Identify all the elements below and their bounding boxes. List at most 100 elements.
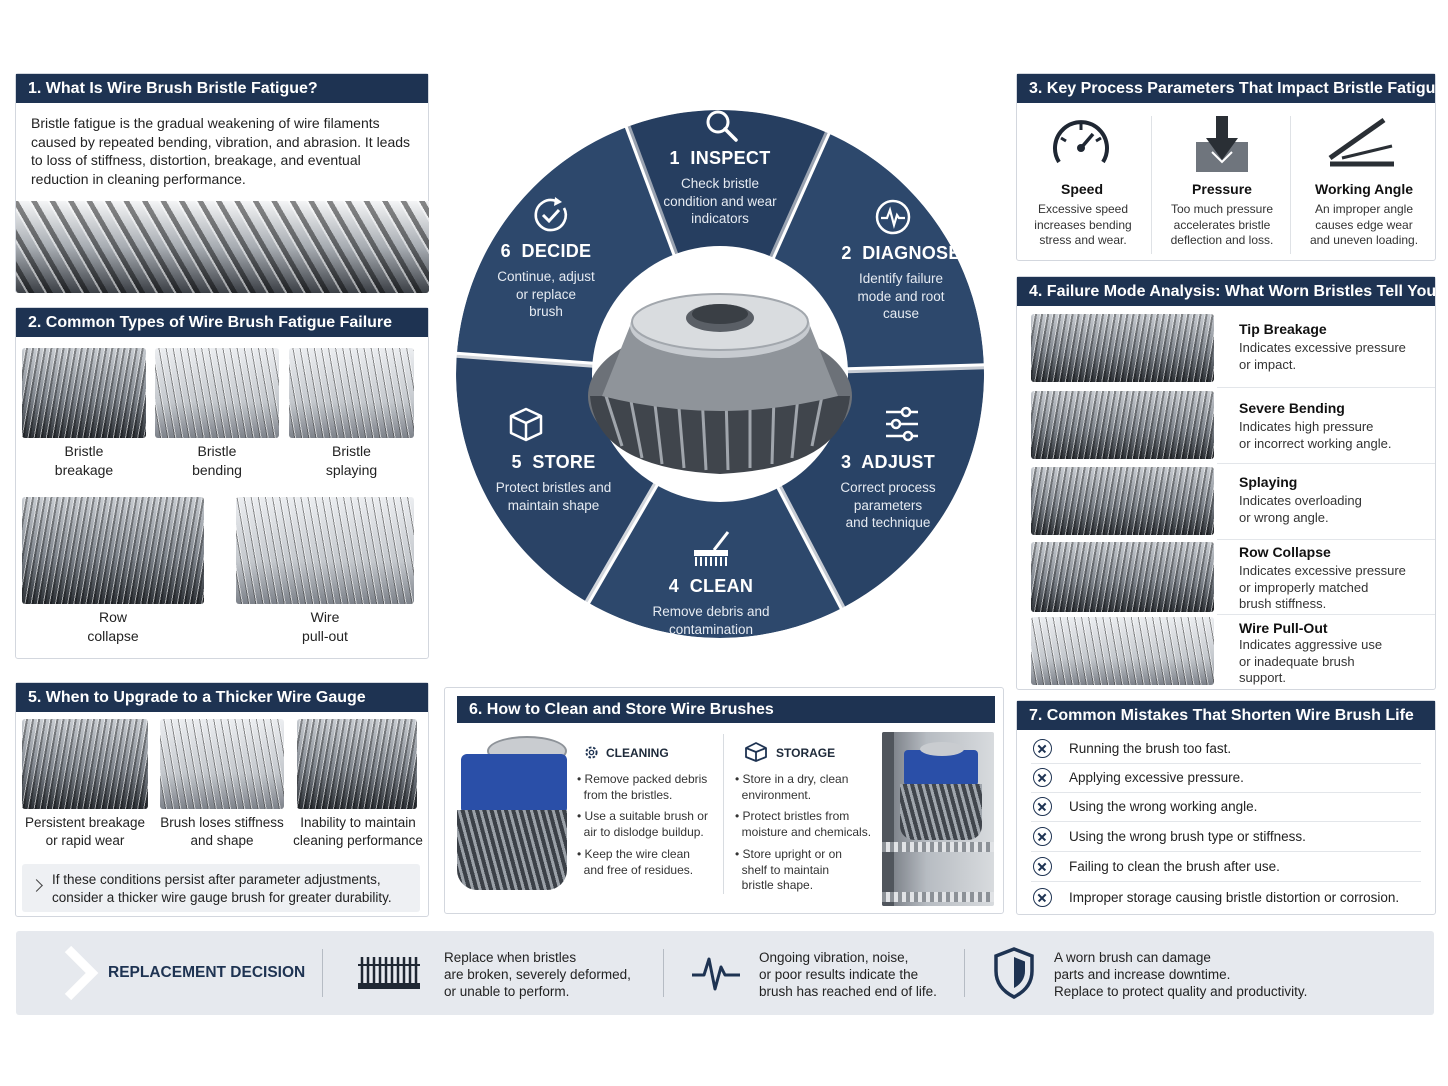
x-circle-icon — [1033, 888, 1052, 907]
cleaning-heading: CLEANING — [606, 746, 669, 760]
wire-pullout-photo — [236, 497, 414, 604]
upgrade-note-text: If these conditions persist after parame… — [52, 872, 392, 905]
pulse-icon — [692, 957, 740, 991]
upgrade-note-box: If these conditions persist after parame… — [22, 864, 420, 912]
row-divider — [1217, 539, 1435, 540]
severe-bending-photo — [1031, 391, 1214, 459]
footer-divider — [663, 949, 664, 997]
tip-breakage-photo — [1031, 314, 1214, 382]
mistake-item: Improper storage causing bristle distort… — [1031, 883, 1421, 913]
panel-title: 6. How to Clean and Store Wire Brushes — [457, 696, 995, 723]
panel-title: 7. Common Mistakes That Shorten Wire Bru… — [1017, 701, 1435, 730]
speedometer-icon — [1053, 120, 1109, 164]
bristle-breakage-photo — [22, 348, 146, 438]
mistake-item: Failing to clean the brush after use. — [1031, 852, 1421, 882]
panel-title: 3. Key Process Parameters That Impact Br… — [1017, 74, 1435, 103]
x-circle-icon — [1033, 739, 1052, 758]
brush-icon — [694, 531, 730, 566]
panel-common-mistakes: 7. Common Mistakes That Shorten Wire Bru… — [1016, 700, 1436, 915]
cleaning-bullet: • Use a suitable brush or air to dislodg… — [577, 809, 708, 839]
x-circle-icon — [1033, 857, 1052, 876]
box-icon — [745, 742, 767, 762]
panel-title: 4. Failure Mode Analysis: What Worn Bris… — [1017, 277, 1435, 306]
replacement-decision-bar: REPLACEMENT DECISION Replace when bristl… — [16, 931, 1434, 1015]
chevron-right-icon — [30, 879, 43, 892]
sliders-icon — [886, 406, 918, 442]
panel-failure-modes: 4. Failure Mode Analysis: What Worn Bris… — [1016, 276, 1436, 690]
storage-bullet: • Store upright or on shelf to maintain … — [735, 847, 842, 892]
mistake-item: Applying excessive pressure. — [1031, 763, 1421, 793]
x-circle-icon — [1033, 768, 1052, 787]
chevron-right-icon — [64, 945, 99, 1001]
cup-brush-image — [588, 293, 852, 474]
wire-pullout-photo — [1031, 617, 1214, 685]
mistake-item: Running the brush too fast. — [1031, 734, 1421, 764]
pressure-arrow-icon — [1196, 116, 1248, 172]
mistake-item: Using the wrong brush type or stiffness. — [1031, 822, 1421, 852]
row-collapse-photo — [1031, 542, 1214, 612]
bristle-splaying-photo — [289, 348, 414, 438]
panel-what-is-fatigue: 1. What Is Wire Brush Bristle Fatigue? B… — [15, 73, 429, 293]
mistake-item: Using the wrong working angle. — [1031, 792, 1421, 822]
check-cycle-icon — [534, 197, 568, 232]
replacement-decision-label: REPLACEMENT DECISION — [108, 964, 306, 981]
gear-icon — [585, 746, 598, 759]
column-divider — [1151, 116, 1152, 254]
panel-clean-store: 6. How to Clean and Store Wire Brushes C… — [444, 687, 1004, 914]
footer-divider — [964, 949, 965, 997]
panel-title: 5. When to Upgrade to a Thicker Wire Gau… — [16, 683, 428, 712]
splaying-title: Splaying — [1239, 474, 1298, 490]
row-divider — [1217, 614, 1435, 615]
column-divider — [1290, 116, 1291, 254]
brush-bristles-icon — [358, 957, 420, 989]
severe-bending-title: Severe Bending — [1239, 400, 1345, 416]
magnifier-icon — [706, 110, 738, 142]
storage-bullet: • Protect bristles from moisture and che… — [735, 809, 872, 839]
row-divider — [1217, 463, 1435, 464]
x-circle-icon — [1033, 827, 1052, 846]
panel-description: Bristle fatigue is the gradual weakening… — [31, 115, 411, 187]
blue-cup-brush-photo — [457, 732, 567, 892]
wire-pullout-title: Wire Pull-Out — [1239, 620, 1328, 636]
cleaning-performance-photo — [297, 719, 417, 809]
cleaning-bullet: • Keep the wire clean and free of residu… — [577, 847, 694, 877]
footer-divider — [322, 949, 323, 997]
loses-stiffness-photo — [160, 719, 284, 809]
box-icon — [509, 407, 543, 442]
row-divider — [1217, 387, 1435, 388]
column-divider — [723, 734, 724, 894]
tip-breakage-title: Tip Breakage — [1239, 321, 1327, 337]
panel-upgrade-gauge: 5. When to Upgrade to a Thicker Wire Gau… — [15, 682, 429, 917]
persistent-breakage-photo — [22, 719, 148, 809]
panel-key-parameters: 3. Key Process Parameters That Impact Br… — [1016, 73, 1436, 261]
cleaning-bullet: • Remove packed debris from the bristles… — [577, 772, 708, 802]
shield-icon — [994, 947, 1034, 999]
cycle-wheel — [446, 96, 994, 658]
row-collapse-title: Row Collapse — [1239, 544, 1331, 560]
end-of-life-text: Ongoing vibration, noise,or poor results… — [759, 950, 937, 1000]
storage-heading: STORAGE — [776, 746, 836, 760]
panel-failure-types: 2. Common Types of Wire Brush Fatigue Fa… — [15, 307, 429, 659]
pressure-title: Pressure — [1192, 181, 1252, 197]
